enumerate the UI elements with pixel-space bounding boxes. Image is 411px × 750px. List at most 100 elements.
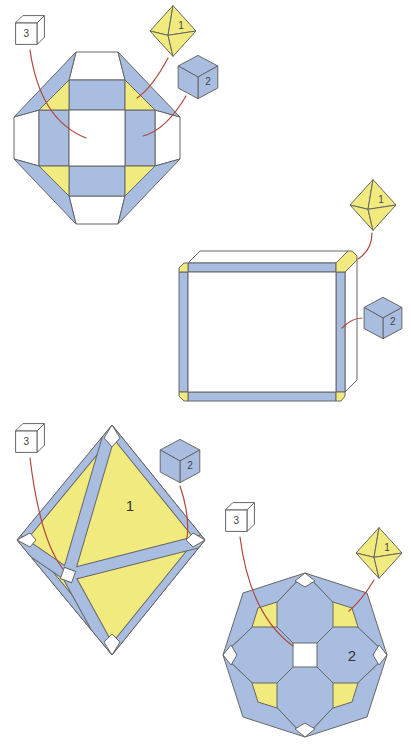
crystal-form-icon: 1 bbox=[354, 526, 404, 580]
leader-line bbox=[180, 486, 188, 538]
bevelled-cube bbox=[188, 392, 336, 401]
combination-crystal bbox=[69, 166, 125, 196]
callout-number: 1 bbox=[177, 21, 185, 31]
octahedron-icon bbox=[148, 4, 198, 58]
cube-icon bbox=[37, 424, 44, 453]
callout-number: 1 bbox=[383, 543, 391, 553]
rhombic-dodecahedron-icon bbox=[364, 307, 383, 338]
octahedron-icon bbox=[368, 180, 396, 210]
leader-line bbox=[349, 580, 374, 611]
banded-octahedron bbox=[68, 425, 112, 575]
combination-crystal bbox=[69, 110, 125, 166]
banded-octahedron bbox=[17, 533, 36, 547]
bevelled-cube bbox=[179, 392, 188, 401]
cube-icon bbox=[37, 16, 44, 45]
callout-number: 2 bbox=[389, 317, 397, 327]
face-number: 1 bbox=[125, 498, 135, 513]
banded-octahedron bbox=[104, 634, 120, 655]
rhombic-dodecahedron-crystal bbox=[295, 573, 315, 587]
leader-line bbox=[240, 537, 293, 646]
octahedron-icon bbox=[348, 178, 398, 232]
leader-line bbox=[143, 96, 186, 136]
rhombic-dodecahedron-crystal bbox=[373, 645, 387, 665]
bevelled-cube bbox=[336, 251, 357, 272]
rhombic-dodecahedron-icon bbox=[198, 66, 218, 99]
rhombic-dodecahedron-crystal bbox=[252, 683, 277, 708]
callout-number: 2 bbox=[186, 461, 194, 471]
crystal-form-icon: 1 bbox=[148, 4, 198, 58]
bevelled-cube bbox=[336, 392, 345, 401]
bevelled-cube bbox=[345, 260, 357, 392]
combination-crystal bbox=[39, 110, 69, 166]
combination-crystal bbox=[14, 110, 39, 166]
combination-crystal bbox=[39, 80, 69, 110]
rhombic-dodecahedron-crystal bbox=[293, 643, 317, 667]
cube-icon bbox=[247, 503, 254, 532]
combination-crystal bbox=[69, 80, 125, 110]
banded-octahedron bbox=[17, 425, 205, 655]
combination-crystal bbox=[69, 52, 125, 80]
combination-crystal bbox=[155, 110, 180, 166]
rhombic-dodecahedron-crystal bbox=[223, 645, 237, 665]
crystal-form-icon: 2 bbox=[158, 438, 202, 484]
combination-crystal bbox=[39, 166, 69, 196]
leader-line bbox=[30, 50, 374, 646]
banded-octahedron bbox=[17, 425, 205, 655]
banded-octahedron bbox=[17, 425, 205, 655]
rhombic-dodecahedron-icon bbox=[178, 66, 198, 99]
octahedron-icon bbox=[374, 553, 402, 578]
combination-crystal bbox=[69, 196, 125, 224]
banded-octahedron bbox=[17, 540, 68, 575]
rhombic-dodecahedron-icon bbox=[158, 438, 202, 484]
cube-icon bbox=[226, 510, 248, 532]
callout-number: 3 bbox=[233, 516, 241, 526]
crystal-form-icon: 3 bbox=[222, 499, 258, 535]
octahedron-icon bbox=[368, 205, 396, 230]
bevelled-cube bbox=[188, 263, 336, 272]
leader-line bbox=[342, 318, 362, 328]
combination-crystal bbox=[14, 52, 180, 224]
rhombic-dodecahedron-icon bbox=[180, 450, 200, 483]
octahedron-icon bbox=[168, 31, 196, 56]
rhombic-dodecahedron-crystal bbox=[223, 573, 387, 737]
combination-crystal bbox=[118, 159, 180, 224]
crystal-form-icon: 3 bbox=[12, 12, 48, 48]
combination-crystal bbox=[14, 52, 76, 117]
banded-octahedron bbox=[17, 425, 205, 655]
octahedron-icon bbox=[374, 528, 402, 558]
combination-crystal bbox=[14, 159, 76, 224]
callout-number: 1 bbox=[377, 195, 385, 205]
cube-icon bbox=[16, 431, 38, 453]
banded-octahedron bbox=[17, 425, 205, 655]
crystal-form-icon: 2 bbox=[176, 54, 220, 100]
banded-octahedron bbox=[60, 567, 75, 582]
crystal-form-icon: 1 bbox=[348, 178, 398, 232]
rhombic-dodecahedron-crystal bbox=[333, 683, 358, 708]
octahedron-icon bbox=[168, 6, 196, 36]
combination-crystal bbox=[118, 52, 180, 117]
banded-octahedron bbox=[17, 540, 68, 575]
banded-octahedron bbox=[68, 425, 112, 575]
banded-octahedron bbox=[68, 540, 205, 575]
rhombic-dodecahedron-icon bbox=[176, 54, 220, 100]
bevelled-cube bbox=[188, 251, 348, 263]
bevelled-cube bbox=[188, 272, 336, 392]
bevelled-cube bbox=[179, 272, 188, 392]
banded-octahedron bbox=[68, 540, 205, 575]
rhombic-dodecahedron-icon bbox=[160, 450, 180, 483]
banded-octahedron bbox=[17, 425, 205, 655]
crystal-form-icon: 3 bbox=[12, 420, 48, 456]
octahedron-icon bbox=[354, 526, 404, 580]
callout-number: 3 bbox=[23, 29, 31, 39]
bevelled-cube bbox=[179, 263, 188, 272]
combination-crystal bbox=[125, 166, 155, 196]
crystal-form-icon: 2 bbox=[362, 296, 404, 340]
rhombic-dodecahedron-crystal bbox=[295, 723, 315, 737]
leader-line bbox=[137, 58, 168, 98]
banded-octahedron bbox=[186, 533, 205, 547]
leader-line bbox=[358, 233, 372, 259]
bevelled-cube bbox=[336, 272, 345, 392]
cube-icon bbox=[16, 23, 38, 45]
